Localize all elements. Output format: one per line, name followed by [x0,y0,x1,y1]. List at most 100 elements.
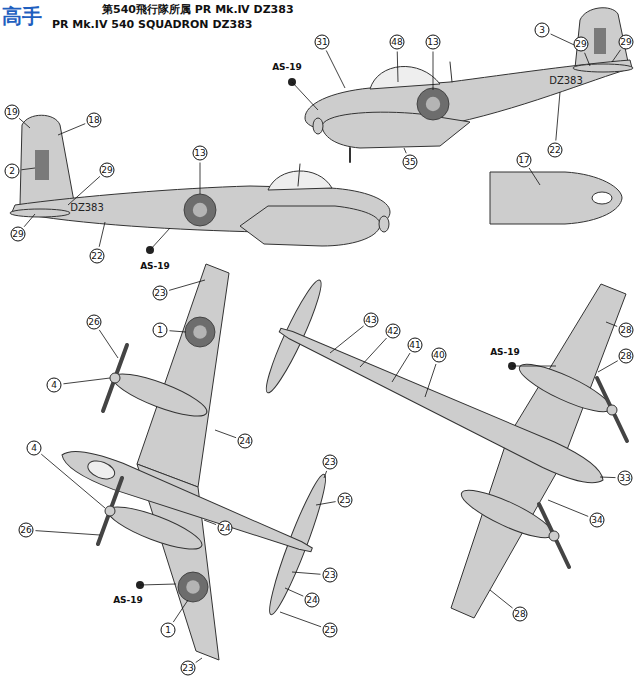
spinner [607,405,617,415]
leader-line [512,366,556,367]
callout-number: 23 [323,455,338,470]
paint-code: AS-19 [271,62,303,72]
callout-number: 35 [403,155,418,170]
leader-line [169,280,205,290]
roundel-inner [426,97,440,111]
fuselage-plan [57,442,317,563]
spinner [379,216,389,232]
leader-line [292,82,318,110]
roundel-inner [193,203,207,217]
spinner [313,118,323,134]
callout-number: 43 [364,313,379,328]
leader-line [397,51,399,82]
decal-serial: DZ383 [549,75,583,86]
callout-number: 13 [426,35,441,50]
leader-line [196,658,202,662]
leader-line [612,50,621,62]
leader-line [585,53,590,66]
leader-line [392,353,410,382]
title-text: PR Mk.IV 540 SQUADRON DZ383 [50,18,254,31]
callout-number: 26 [19,523,34,538]
aerial-mast [450,62,452,82]
paint-code: AS-19 [112,595,144,605]
callout-number: 26 [87,315,102,330]
watermark: 高手 [2,3,42,30]
leader-line [150,228,170,250]
leader-line [169,331,186,332]
callout-number: 31 [315,35,330,50]
roundel-outer [178,572,208,602]
callout-number: 24 [238,434,253,449]
engine-nacelle [109,366,211,424]
leader-line [326,50,345,88]
canopy [370,66,440,89]
leader-lines [19,34,620,662]
tail-fin [20,115,75,207]
callout-number: 29 [11,227,26,242]
decal-serial: DZ383 [70,202,104,213]
leader-line [24,214,35,227]
callout-number: 41 [408,338,423,353]
roundel-inner [193,325,207,339]
leader-line [600,477,616,479]
glazed-nose [592,192,612,204]
callout-number: 28 [619,349,634,364]
leader-line [21,168,35,170]
landing-gear [349,148,351,162]
callout-number: 29 [100,163,115,178]
canopy [268,171,332,190]
leader-line [360,338,387,367]
wing [137,264,229,487]
nose-detail [490,172,622,224]
paint-code: AS-19 [139,261,171,271]
leader-line [324,471,327,478]
propeller [539,504,569,567]
fin-flash [594,28,606,54]
canopy [85,457,117,482]
leader-line [490,590,513,608]
callout-number: 23 [323,568,338,583]
callout-number: 25 [338,493,353,508]
callout-number: 3 [535,23,550,38]
callout-number: 1 [153,323,168,338]
callout-number: 22 [548,143,563,158]
engine-nacelle [104,499,206,557]
callout-number: 4 [27,441,42,456]
propeller [98,478,122,544]
leader-line [63,378,110,384]
callout-number: 48 [390,35,405,50]
callout-number: 23 [153,286,168,301]
spinner [105,506,115,516]
leader-line [292,572,321,574]
callout-number: 28 [513,607,528,622]
callout-number: 13 [193,146,208,161]
propeller [103,345,127,411]
leader-line [19,118,30,128]
leader-line [556,92,560,141]
tailplane [10,209,70,217]
fin-flash [35,150,49,180]
roundel-outer [417,88,449,120]
leader-line [280,612,321,627]
leader-line [35,531,100,535]
callout-number: 2 [5,164,20,179]
leader-line [68,176,100,205]
leader-line [316,502,336,505]
leader-line [548,500,588,516]
leader-line [529,168,540,185]
roundel-inner [186,580,200,594]
leader-line [99,330,118,358]
leader-line [598,361,618,372]
title-text: 第540飛行隊所属 PR Mk.Ⅳ DZ383 [100,2,296,17]
leader-line [58,124,85,135]
callout-number: 19 [5,105,20,120]
fuselage-plan [274,317,609,492]
leader-line [404,148,406,153]
engine-nacelle [240,206,380,246]
callout-number: 42 [386,324,401,339]
leader-line [425,364,436,397]
callout-number: 18 [87,113,102,128]
leader-line [285,588,303,596]
callout-number: 1 [161,623,176,638]
